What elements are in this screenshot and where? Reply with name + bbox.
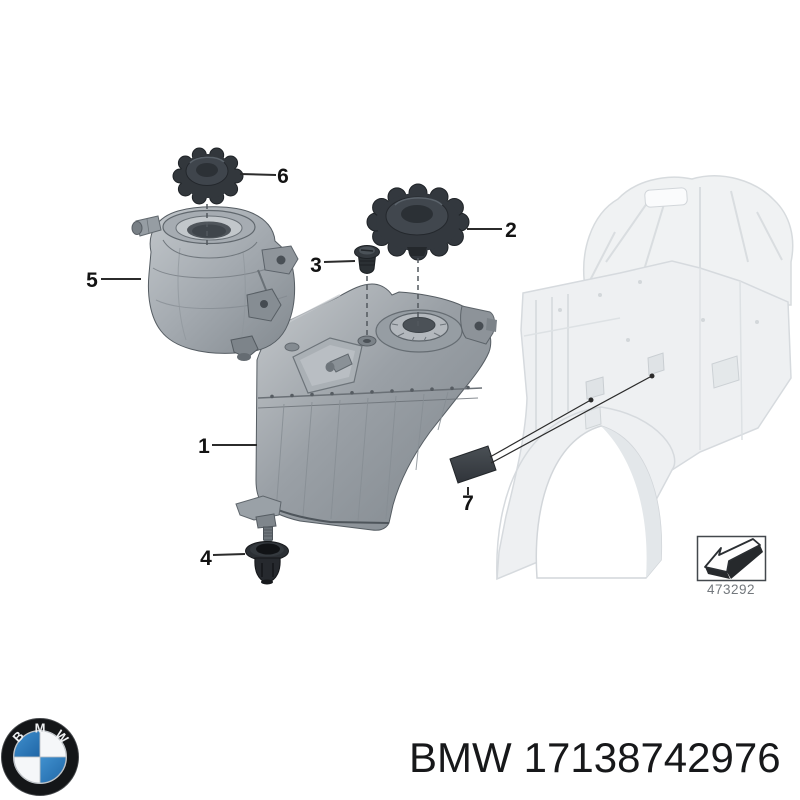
part-3-plug-illustration (354, 245, 380, 274)
part-5-small-expansion-tank-illustration (131, 206, 299, 361)
car-body-wheelhouse-illustration (496, 175, 794, 581)
logo-letter-m: M (35, 721, 46, 736)
part-7-label-pad-illustration (449, 445, 497, 484)
callout-label-2: 2 (505, 219, 517, 242)
callout-leader-lines (101, 173, 502, 556)
reference-box: 473292 (696, 535, 767, 597)
brand-text: BMW (409, 734, 512, 781)
part-7-pointer-lines (489, 373, 655, 464)
callout-label-7: 7 (462, 492, 474, 515)
callout-label-3: 3 (310, 254, 322, 277)
bmw-roundel-logo: B M W (1, 718, 79, 796)
part-1-main-expansion-tank-illustration (235, 283, 497, 548)
part-number-text: 17138742976 (523, 734, 781, 781)
part-2-large-cap-illustration (366, 183, 470, 261)
part-4-grommet-illustration (245, 541, 289, 585)
callout-label-1: 1 (198, 435, 210, 458)
callout-label-4: 4 (200, 547, 212, 570)
assembly-dashed-lines (206, 204, 419, 336)
reference-code: 473292 (707, 582, 755, 597)
callout-label-5: 5 (86, 269, 98, 292)
part-6-small-cap-illustration (172, 147, 244, 205)
installation-direction-arrow-icon (704, 538, 763, 579)
callout-label-6: 6 (277, 165, 289, 188)
